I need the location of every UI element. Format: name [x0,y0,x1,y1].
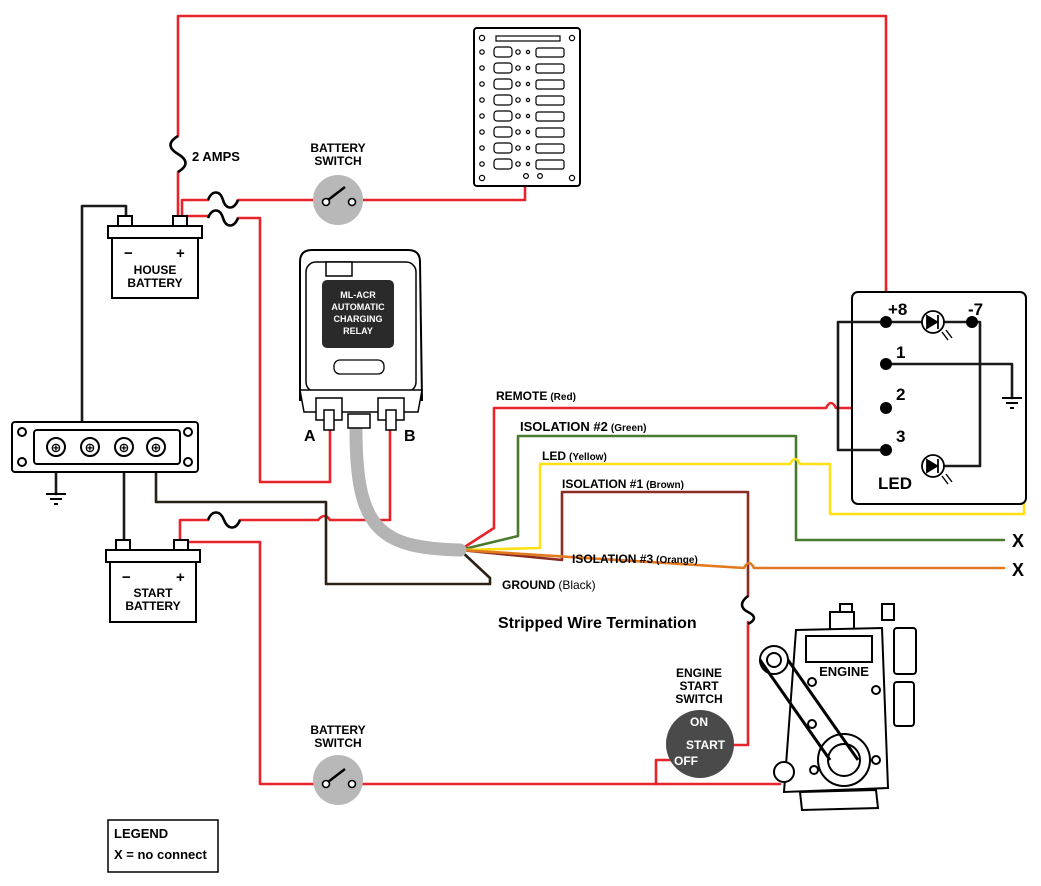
red-wire-start-to-switch [184,540,322,786]
fuse-start-battery [206,511,242,529]
panel-led-label: LED [878,474,912,493]
no-connect-x-green: X [1012,531,1024,551]
start-battery-plus: + [176,569,185,586]
panel-terminal-neg-7: -7 [968,300,983,319]
label-isolation-3: ISOLATION #3(Orange) [572,552,698,566]
panel-breaker-rows [478,34,576,182]
circuit-breaker-panel [473,27,581,187]
negative-busbar: ⊕ ⊕ ⊕ ⊕ [11,421,199,473]
house-battery-label-2: BATTERY [127,276,182,290]
start-battery-label-2: BATTERY [125,599,180,613]
relay-label-line-4: RELAY [343,326,373,336]
relay-label-plate [322,280,394,348]
relay-label-line-1: ML-ACR [340,290,376,300]
ml-acr-relay: ML-ACR AUTOMATIC CHARGING RELAY [299,249,424,431]
brown-wire-isolation-1 [458,490,750,598]
fuse-stripped-wire [740,594,756,626]
engine-start-switch[interactable] [666,710,734,778]
label-ground: GROUND(Black) [502,578,596,592]
battery-switch-bottom-label-1: BATTERY [310,723,365,737]
label-led-wire: LED(Yellow) [542,449,607,463]
panel-terminal-1: 1 [896,343,905,362]
battery-switch-top-label-2: SWITCH [314,154,361,168]
yellow-wire-led [458,320,1026,552]
start-battery-label-1: START [133,586,173,600]
green-wire-isolation-2 [458,434,1006,552]
battery-switch-top-label-1: BATTERY [310,141,365,155]
panel-terminal-3: 3 [896,427,905,446]
fuse-house-relay [206,209,240,227]
label-isolation-1: ISOLATION #1(Brown) [562,477,684,491]
relay-label-line-3: CHARGING [334,314,383,324]
black-wire-ground [154,458,492,586]
panel-terminal-pos-8: +8 [888,300,907,319]
svg-text:⊕: ⊕ [119,440,130,455]
fuse-house-switch [206,191,240,209]
relay-terminal-a: A [304,428,316,445]
engine-start-switch-label-3: SWITCH [675,692,722,706]
label-2-amps: 2 AMPS [192,149,240,164]
panel-terminal-2: 2 [896,385,905,404]
engine-start-switch-label-2: START [679,679,719,693]
relay-label-line-2: AUTOMATIC [331,302,385,312]
battery-switch-bottom-disc [313,755,363,805]
svg-text:⊕: ⊕ [51,440,62,455]
red-wire-engine-switch-out [728,620,750,747]
engine-start-switch-label-1: ENGINE [676,666,722,680]
battery-switch-top-disc [313,175,363,225]
house-battery-label-1: HOUSE [134,263,177,277]
red-wire-engine-switch [654,758,674,786]
house-battery-plus: + [176,245,185,262]
ground-symbol-panel [1002,397,1022,409]
label-stripped-wire: Stripped Wire Termination [498,615,697,632]
orange-wire-isolation-3 [458,548,1006,570]
red-wire-relay-a [236,216,332,484]
engine [758,603,917,812]
red-wire-panel-feed [176,14,888,324]
svg-text:⊕: ⊕ [151,440,162,455]
start-battery: − + START BATTERY [105,539,201,623]
battery-switch-bottom[interactable] [313,755,363,805]
no-connect-x-orange: X [1012,560,1024,580]
remote-control-panel [836,291,1027,505]
led-icon-bottom [921,454,953,485]
red-wire-start-fuse [178,518,210,544]
engine-switch-on: ON [690,715,708,729]
relay-terminal-b: B [404,428,416,445]
legend: LEGEND X = no connect [107,819,219,873]
svg-text:⊕: ⊕ [85,440,96,455]
battery-switch-top[interactable] [313,175,363,225]
house-battery: − + HOUSE BATTERY [107,215,203,299]
start-battery-minus: − [122,569,131,586]
ground-symbol-busbar [46,493,66,505]
red-wires [176,14,888,786]
engine-switch-start: START [686,738,726,752]
engine-label: ENGINE [819,664,869,679]
fuse-2-amp [169,134,187,174]
relay-control-cable [349,423,467,557]
label-isolation-2: ISOLATION #2(Green) [520,419,646,434]
house-battery-minus: − [124,245,133,262]
legend-title: LEGEND [114,826,168,841]
legend-entry: X = no connect [114,847,207,862]
engine-switch-off: OFF [674,754,698,768]
red-wire-house-to-switch [180,198,210,218]
label-remote: REMOTE(Red) [496,389,576,403]
battery-switch-bottom-label-2: SWITCH [314,736,361,750]
led-icon-top [921,310,953,341]
red-wire-remote [458,401,888,552]
